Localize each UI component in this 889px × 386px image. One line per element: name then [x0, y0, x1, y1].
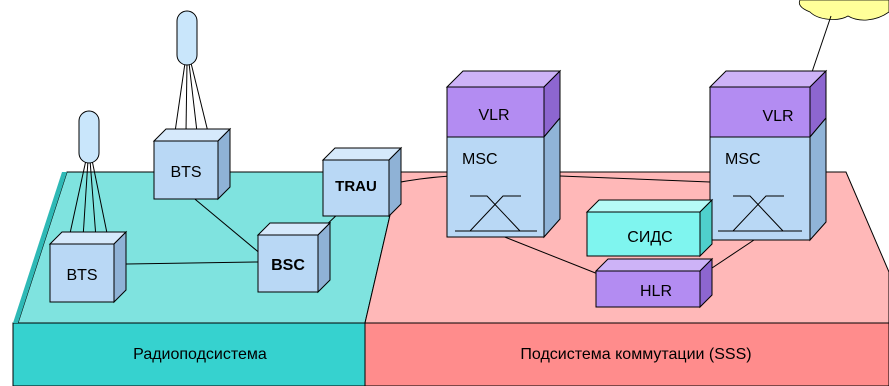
- bts-node-a: BTS: [48, 230, 128, 304]
- msc-vlr-node-1: VLR MSC: [445, 69, 562, 239]
- network-cloud: [798, 0, 889, 21]
- connection-lines: [124, 175, 761, 277]
- hlr-label: HLR: [640, 283, 672, 300]
- antenna-left: [68, 110, 109, 239]
- antenna-icon: [176, 10, 198, 66]
- msc-label: MSC: [462, 151, 498, 168]
- radio-subsystem-left-edge: [13, 172, 67, 323]
- link-msc1-msc2: [559, 175, 711, 183]
- vlr-label: VLR: [478, 107, 509, 124]
- msc-vlr-node-2: VLR MSC: [708, 69, 828, 242]
- sids-node: СИДС: [585, 198, 714, 258]
- hlr-node: HLR: [594, 257, 714, 309]
- bsc-label: BSC: [271, 257, 305, 274]
- switch-cross-icon: [718, 195, 802, 232]
- switching-subsystem-front: [364, 322, 889, 386]
- link-bts-b-bsc: [189, 194, 263, 256]
- link-bts-a-bsc: [124, 261, 259, 265]
- link-msc1-hlr: [491, 231, 599, 275]
- bts-label: BTS: [66, 267, 97, 284]
- radio-subsystem-front: [12, 322, 366, 386]
- trau-node: TRAU: [321, 146, 403, 218]
- bts-node-b: BTS: [152, 127, 232, 201]
- trau-label: TRAU: [335, 178, 377, 195]
- bts-label: BTS: [170, 164, 201, 181]
- msc-label: MSC: [725, 151, 761, 168]
- antenna-icon: [78, 110, 100, 164]
- antenna-top: [174, 10, 209, 133]
- bsc-node: BSC: [256, 221, 332, 294]
- vlr-label: VLR: [762, 108, 793, 125]
- cloud-link: [811, 15, 832, 73]
- radio-subsystem-label: Радиоподсистема: [133, 346, 267, 363]
- switch-cross-icon: [455, 195, 537, 232]
- sids-label: СИДС: [627, 229, 672, 246]
- switching-subsystem-label: Подсистема коммутации (SSS): [520, 346, 751, 363]
